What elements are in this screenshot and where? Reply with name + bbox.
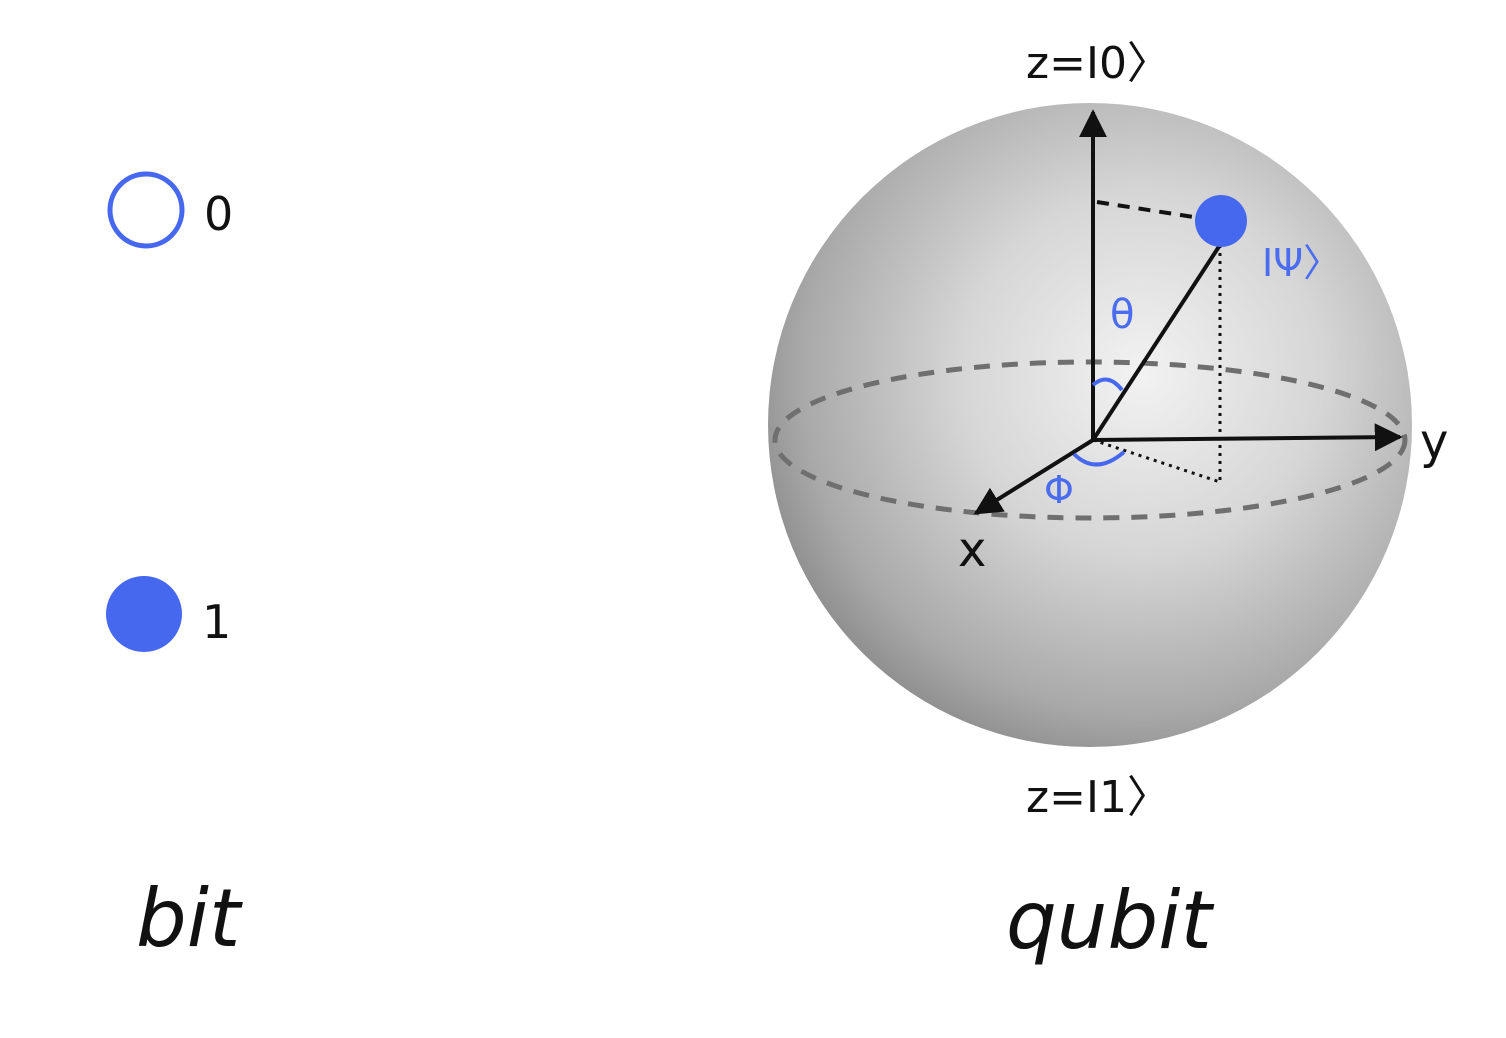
x-axis-label: x	[958, 522, 986, 578]
qubit-caption: qubit	[1006, 874, 1214, 967]
qubit-section: z=I0〉 IΨ〉 θ Φ y x z=I1〉 qubit	[768, 38, 1448, 967]
bloch-sphere	[768, 103, 1412, 747]
bit-one-state-icon	[106, 576, 182, 652]
psi-equatorial-projection-dotted	[1092, 438, 1221, 484]
theta-angle-arc	[1091, 377, 1124, 392]
theta-label: θ	[1110, 292, 1134, 338]
bit-zero-label: 0	[204, 187, 233, 241]
phi-angle-arc	[1072, 450, 1126, 467]
equator-dashed-ellipse	[772, 359, 1408, 521]
bit-caption: bit	[136, 872, 243, 965]
psi-label: IΨ〉	[1262, 241, 1341, 285]
psi-state-point	[1195, 195, 1247, 247]
phi-label: Φ	[1044, 468, 1074, 512]
state-vector	[1091, 243, 1222, 442]
x-axis-arrow	[973, 438, 1095, 515]
z-top-label: z=I0〉	[1026, 38, 1171, 89]
bit-section: 0 1 bit	[106, 171, 243, 965]
psi-z-projection-dashed	[1096, 200, 1201, 220]
bit-one-label: 1	[202, 595, 231, 649]
bit-zero-state-icon	[107, 171, 185, 249]
z-bottom-label: z=I1〉	[1026, 772, 1171, 823]
y-axis-arrow	[1092, 423, 1403, 452]
y-axis-label: y	[1420, 414, 1448, 470]
